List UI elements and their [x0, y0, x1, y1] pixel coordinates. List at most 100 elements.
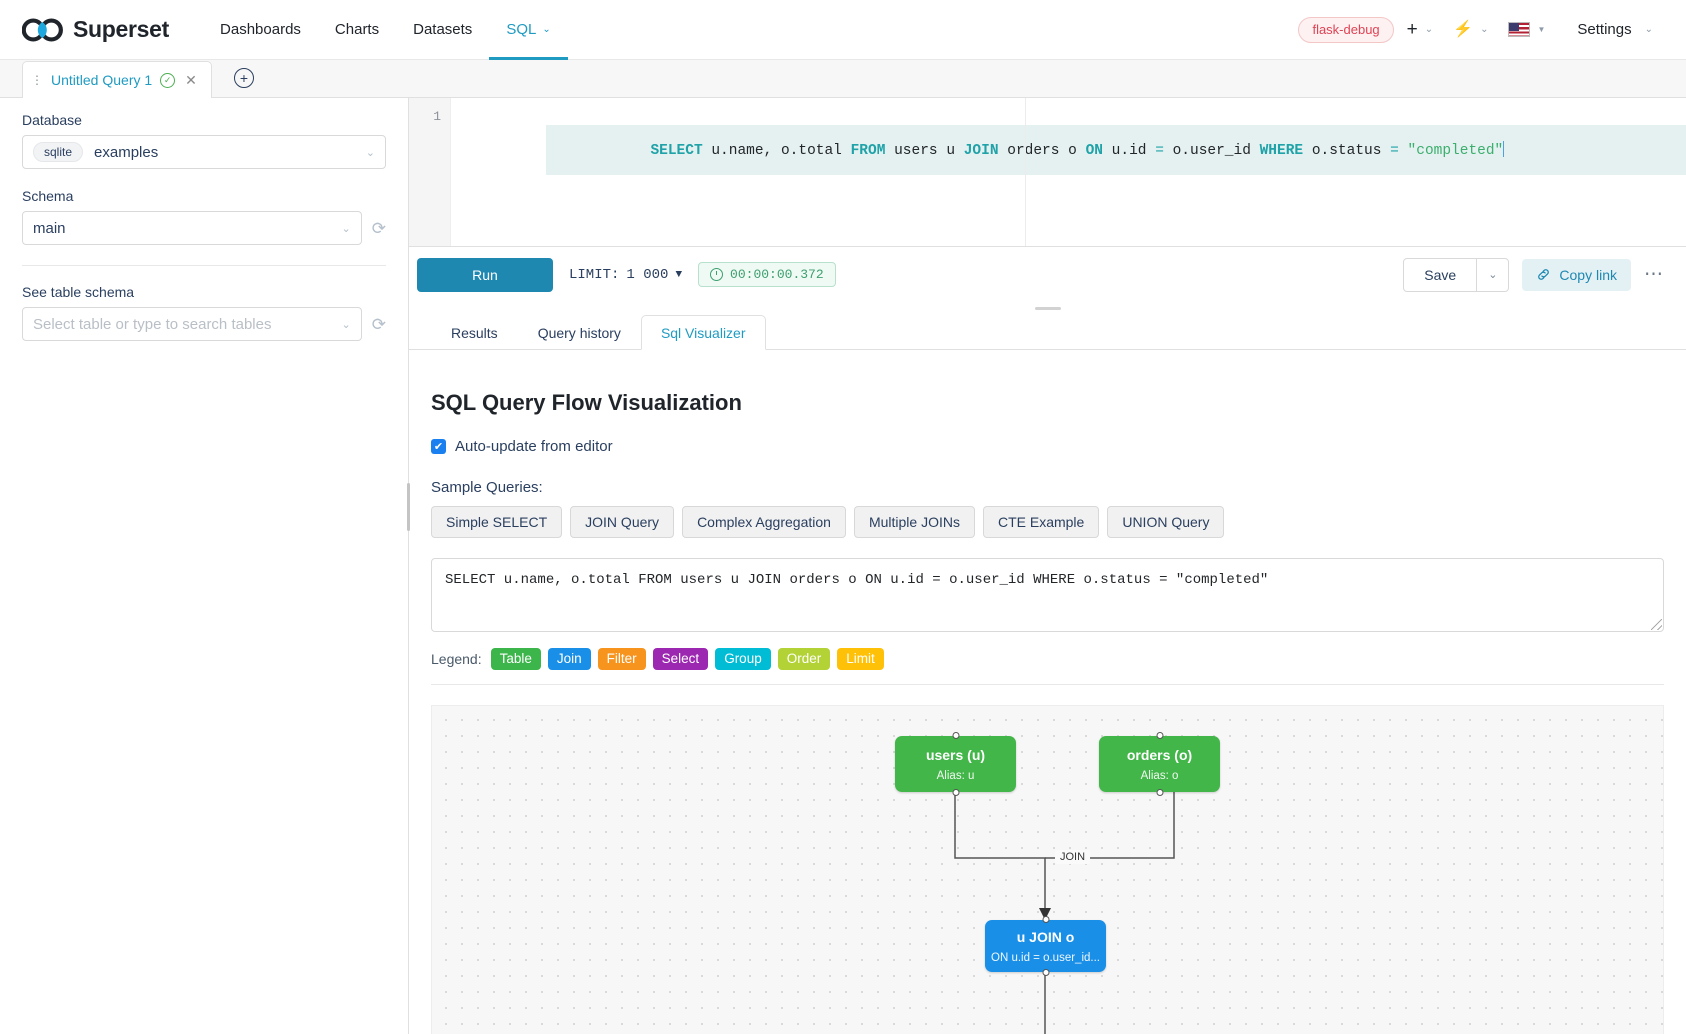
toolbar-right-group: Save ⌄ Copy link ⋯	[1403, 257, 1664, 292]
nav-label: Charts	[334, 21, 380, 38]
legend-chip-filter: Filter	[597, 648, 646, 670]
save-button[interactable]: Save	[1424, 266, 1457, 283]
tab-sql-visualizer[interactable]: Sql Visualizer	[640, 315, 766, 350]
sample-queries-row: Simple SELECT JOIN Query Complex Aggrega…	[431, 506, 1664, 538]
nav-item-datasets[interactable]: Datasets	[396, 0, 489, 60]
editor-gutter: 1	[409, 98, 451, 246]
copy-link-button[interactable]: Copy link	[1522, 258, 1631, 291]
editor-code-area[interactable]: SELECT u.name, o.total FROM users u JOIN…	[451, 98, 1686, 246]
sql-editor[interactable]: 1 SELECT u.name, o.total FROM users u JO…	[409, 98, 1686, 246]
text-cursor	[1503, 141, 1505, 157]
sidebar-resize-handle[interactable]	[404, 98, 412, 1034]
sql-token: JOIN	[963, 143, 999, 159]
auto-update-checkbox[interactable]: ✔	[431, 439, 446, 454]
flow-node-orders[interactable]: orders (o) Alias: o	[1099, 732, 1220, 796]
sql-token: "completed"	[1398, 143, 1504, 159]
query-timer: 00:00:00.372	[698, 262, 836, 287]
result-tab-bar: Results Query history Sql Visualizer	[409, 314, 1686, 350]
us-flag-icon	[1508, 22, 1531, 37]
flow-node-join[interactable]: u JOIN o ON u.id = o.user_id...	[985, 916, 1106, 976]
bolt-menu-button[interactable]: ⚡ ⌄	[1446, 18, 1495, 42]
nav-item-dashboards[interactable]: Dashboards	[203, 0, 318, 60]
nav-label: SQL	[506, 21, 537, 38]
brand-logo-group[interactable]: Superset	[22, 16, 169, 43]
save-button-group[interactable]: Save ⌄	[1403, 257, 1510, 292]
editor-active-line: SELECT u.name, o.total FROM users u JOIN…	[546, 125, 1686, 175]
run-button[interactable]: Run	[417, 257, 553, 292]
auto-update-label: Auto-update from editor	[455, 438, 613, 455]
sample-btn-union-query[interactable]: UNION Query	[1107, 506, 1225, 538]
table-search-input[interactable]: Select table or type to search tables ⌄	[22, 307, 362, 341]
chevron-down-icon: ⌄	[341, 318, 351, 331]
body-split: Database sqlite examples ⌄ Schema main ⌄…	[0, 98, 1686, 1034]
node-subtitle: Alias: u	[936, 769, 975, 782]
sample-btn-multiple-joins[interactable]: Multiple JOINs	[853, 506, 975, 538]
clock-icon	[710, 268, 724, 281]
chevron-down-icon: ⌄	[542, 24, 551, 35]
chevron-down-icon: ⌄	[1480, 23, 1489, 35]
editor-print-margin	[1025, 98, 1026, 246]
flask-debug-badge: flask-debug	[1298, 16, 1394, 43]
legend-chip-order: Order	[777, 648, 831, 670]
sample-btn-complex-aggregation[interactable]: Complex Aggregation	[682, 506, 846, 538]
legend: Legend: Table Join Filter Select Group O…	[431, 648, 1664, 685]
sql-token: WHERE	[1259, 143, 1304, 159]
sample-btn-cte-example[interactable]: CTE Example	[982, 506, 1100, 538]
check-circle-icon: ✓	[160, 72, 176, 88]
sql-token: SELECT	[650, 143, 703, 159]
add-query-tab-button[interactable]: +	[233, 68, 254, 88]
nav-label: Dashboards	[220, 21, 301, 38]
legend-chip-group: Group	[715, 648, 771, 670]
sql-token: ON	[1085, 143, 1103, 159]
query-tab-untitled-query-1[interactable]: ⋮ Untitled Query 1 ✓ ✕	[22, 61, 212, 98]
editor-resize-handle[interactable]	[409, 302, 1686, 314]
navbar-right-group: flask-debug + ⌄ ⚡ ⌄ ▼ Settings ⌄	[1298, 16, 1664, 43]
sql-token: u.id	[1102, 143, 1156, 159]
limit-dropdown[interactable]: LIMIT: 1 000 ▼	[569, 267, 682, 283]
nav-item-sql[interactable]: SQL ⌄	[489, 0, 567, 60]
close-icon[interactable]: ✕	[185, 71, 197, 88]
tab-query-history[interactable]: Query history	[537, 324, 621, 341]
sql-token: FROM	[850, 143, 886, 159]
sample-btn-join-query[interactable]: JOIN Query	[570, 506, 675, 538]
limit-value: 1 000	[626, 266, 669, 283]
settings-label: Settings	[1577, 21, 1632, 38]
sql-token: u.name, o.total	[702, 143, 851, 159]
legend-label: Legend:	[431, 651, 482, 667]
plus-icon: +	[1406, 19, 1418, 40]
node-port-bottom	[1042, 969, 1049, 976]
database-select[interactable]: sqlite examples ⌄	[22, 135, 386, 169]
copy-link-label: Copy link	[1559, 266, 1617, 283]
bolt-icon: ⚡	[1453, 20, 1474, 38]
chevron-down-icon: ▼	[1537, 24, 1546, 34]
flow-edges	[954, 792, 1175, 1034]
save-dropdown-caret-icon[interactable]: ⌄	[1488, 269, 1498, 281]
sql-input-textarea[interactable]	[431, 558, 1664, 632]
schema-select[interactable]: main ⌄	[22, 211, 362, 245]
tab-results[interactable]: Results	[451, 324, 498, 341]
database-label: Database	[22, 112, 82, 128]
limit-label: LIMIT:	[569, 266, 620, 283]
nav-item-charts[interactable]: Charts	[318, 0, 396, 60]
divider	[1476, 258, 1478, 291]
refresh-tables-icon[interactable]: ⟳	[371, 314, 386, 334]
more-options-icon[interactable]: ⋯	[1644, 263, 1664, 285]
brand-name: Superset	[73, 16, 170, 42]
node-title: users (u)	[925, 747, 986, 764]
drag-handle-icon[interactable]: ⋮	[31, 73, 43, 87]
language-selector[interactable]: ▼	[1501, 18, 1552, 41]
see-table-schema-label: See table schema	[22, 284, 135, 300]
superset-logo-icon	[22, 17, 63, 42]
node-subtitle: Alias: o	[1140, 769, 1179, 782]
sql-token: o.status	[1303, 143, 1391, 159]
node-port-bottom	[1156, 789, 1163, 796]
refresh-schema-icon[interactable]: ⟳	[371, 218, 386, 238]
database-engine-pill: sqlite	[33, 142, 84, 162]
schema-row: main ⌄ ⟳	[22, 211, 386, 245]
sample-btn-simple-select[interactable]: Simple SELECT	[431, 506, 563, 538]
new-item-button[interactable]: + ⌄	[1400, 16, 1441, 43]
settings-menu[interactable]: Settings ⌄	[1558, 18, 1660, 41]
legend-chip-select: Select	[652, 648, 709, 670]
query-flow-canvas[interactable]: users (u) Alias: u orders (o) Alias: o J…	[431, 705, 1664, 1034]
flow-node-users[interactable]: users (u) Alias: u	[895, 732, 1016, 796]
